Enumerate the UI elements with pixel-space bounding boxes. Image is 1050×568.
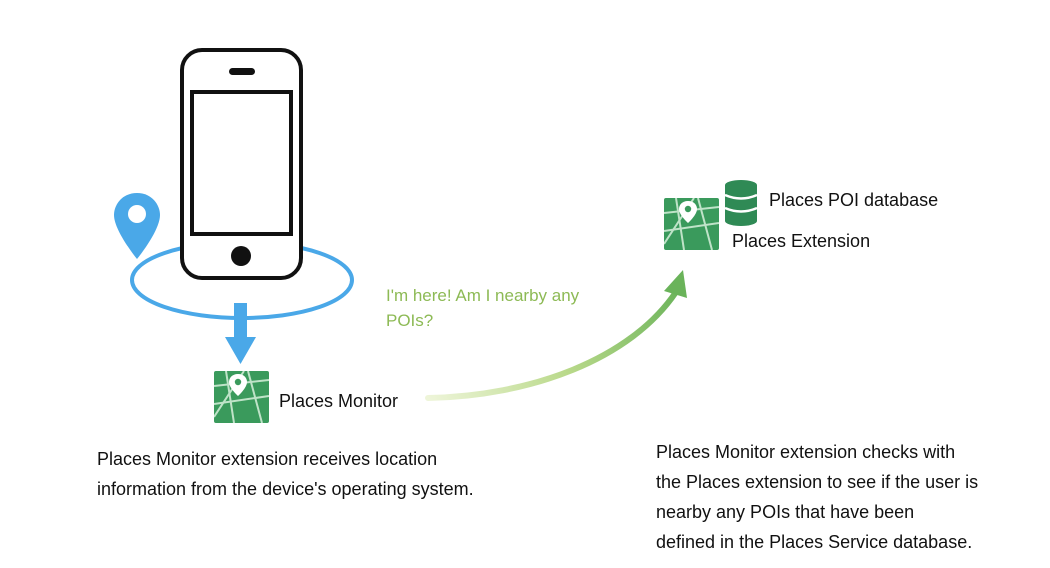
phone-icon bbox=[180, 48, 303, 280]
caption-line: the Places extension to see if the user … bbox=[656, 472, 979, 492]
caption-line: nearby any POIs that have been bbox=[656, 502, 915, 522]
arrow-message-line: I'm here! Am I nearby any bbox=[386, 286, 580, 305]
caption-line: information from the device's operating … bbox=[97, 479, 474, 499]
map-icon bbox=[214, 371, 269, 423]
poi-database-label: Places POI database bbox=[769, 190, 939, 210]
arrow-message-line: POIs? bbox=[386, 311, 434, 330]
caption-line: Places Monitor extension receives locati… bbox=[97, 449, 438, 469]
arrow-message: I'm here! Am I nearby any POIs? bbox=[386, 283, 579, 333]
map-icon bbox=[664, 198, 719, 250]
location-pin-icon bbox=[114, 193, 160, 259]
places-monitor-label: Places Monitor bbox=[279, 391, 399, 411]
right-caption: Places Monitor extension checks with the… bbox=[656, 437, 978, 557]
caption-line: Places Monitor extension checks with bbox=[656, 442, 956, 462]
down-arrow-icon bbox=[225, 303, 256, 364]
left-caption: Places Monitor extension receives locati… bbox=[97, 444, 474, 504]
caption-line: defined in the Places Service database. bbox=[656, 532, 973, 552]
message-arrow bbox=[425, 270, 687, 401]
places-extension-label: Places Extension bbox=[732, 231, 871, 251]
database-icon bbox=[724, 180, 758, 226]
